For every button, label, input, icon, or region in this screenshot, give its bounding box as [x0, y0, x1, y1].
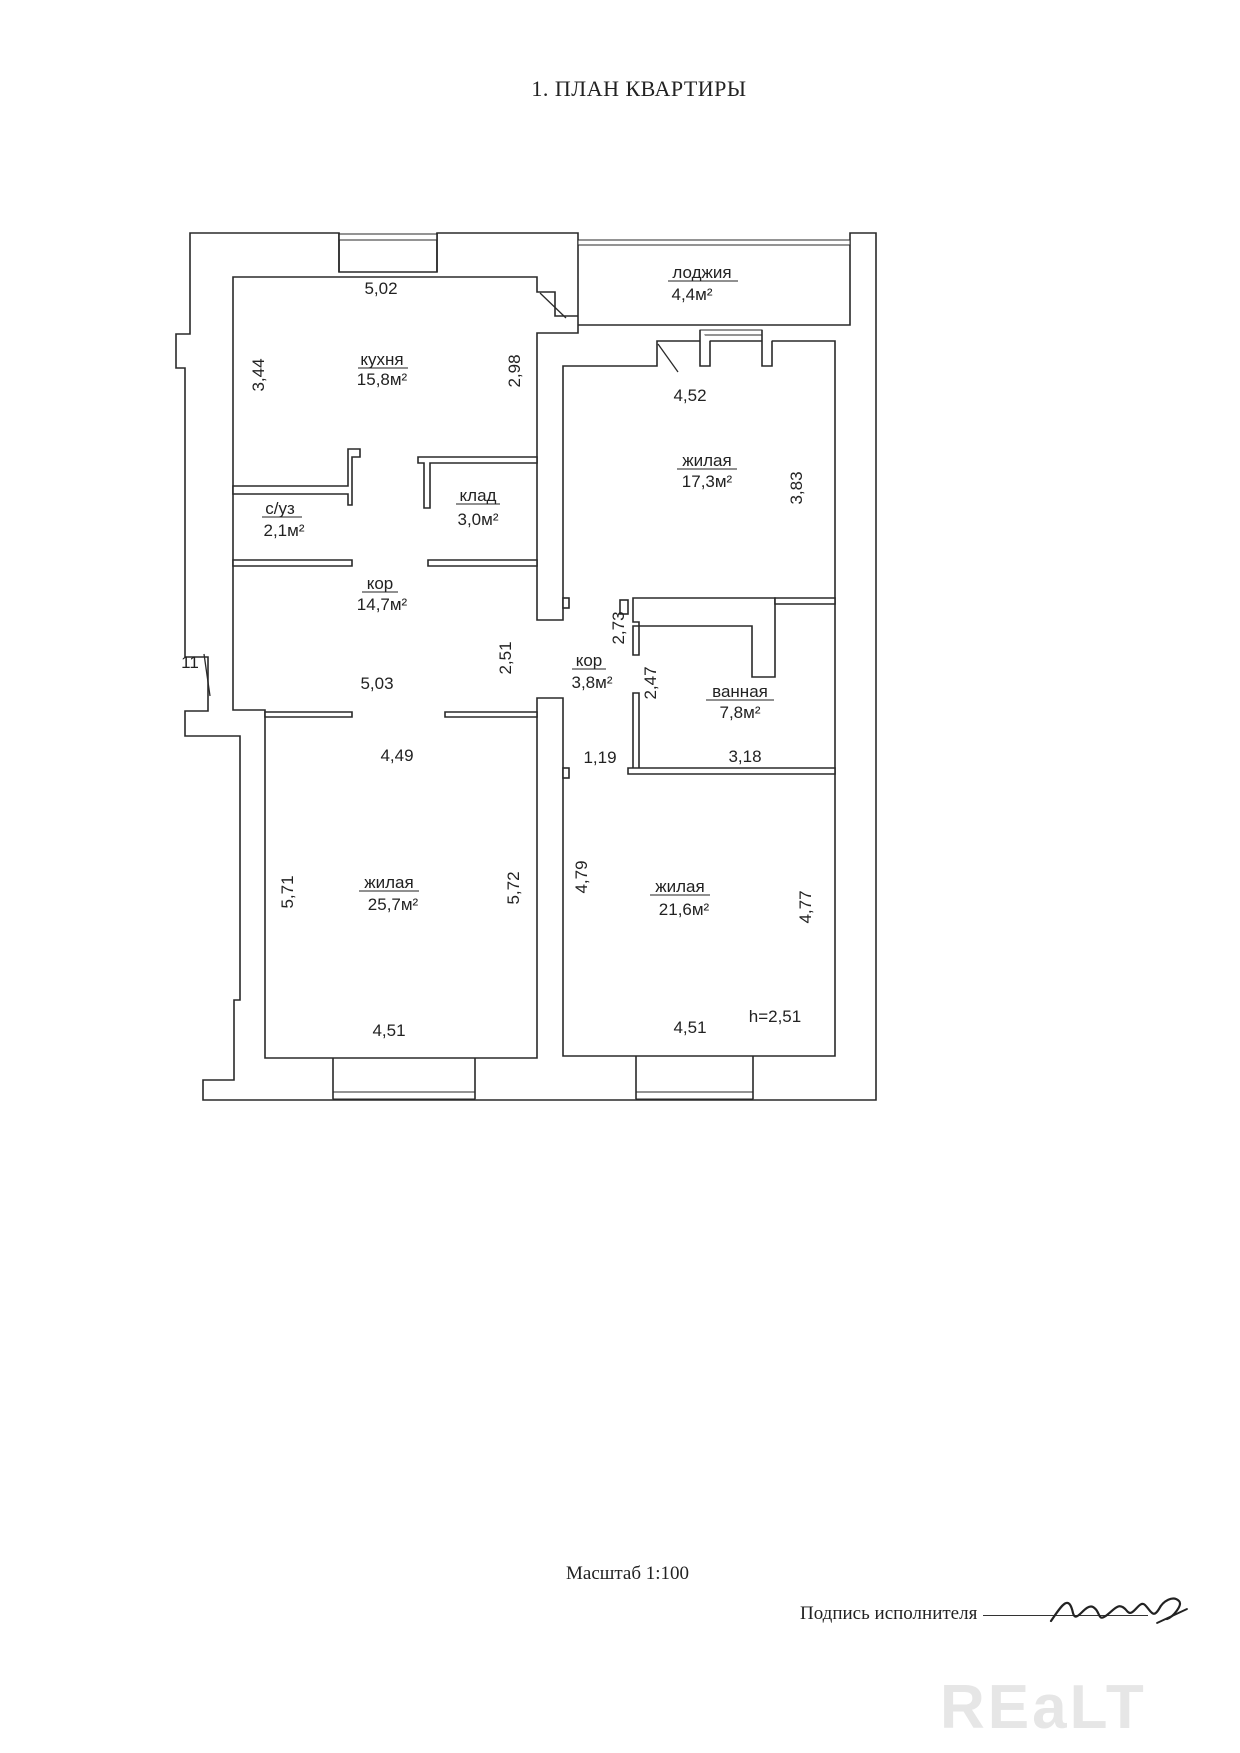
bathroom-wall-left — [632, 625, 640, 656]
dimension-label: 4,79 — [572, 860, 591, 893]
room-area: 17,3м² — [682, 472, 733, 491]
dimension-label: 5,02 — [364, 279, 397, 298]
realt-watermark: REaLT — [940, 1673, 1147, 1742]
dimension-label: 2,47 — [641, 666, 660, 699]
dimension-label: 4,51 — [372, 1021, 405, 1040]
bathroom-wall-left-lower — [632, 692, 640, 771]
room-name: кор — [367, 574, 394, 593]
dimension-label: 3,18 — [728, 747, 761, 766]
ceiling-height-label: h=2,51 — [749, 1007, 801, 1026]
dimension-label: 4,49 — [380, 746, 413, 765]
bathroom-wall-top — [774, 597, 836, 605]
dimension-label: 4,52 — [673, 386, 706, 405]
signature-scribble — [1049, 1597, 1181, 1623]
room-name: ванная — [712, 682, 768, 701]
scale-label: Масштаб 1:100 — [566, 1563, 690, 1584]
dimension-label: 4,51 — [673, 1018, 706, 1037]
room-name: кор — [576, 651, 603, 670]
dimension-label: 2,51 — [496, 641, 515, 674]
signature-flourish — [1156, 1608, 1188, 1624]
dimension-label: 3,83 — [787, 471, 806, 504]
dimension-label: 5,03 — [360, 674, 393, 693]
page-title: 1. ПЛАН КВАРТИРЫ — [531, 76, 747, 101]
kitchen-window — [338, 233, 438, 241]
signature-row: Подпись исполнителя — [800, 1603, 1149, 1625]
room-area: 25,7м² — [368, 895, 419, 914]
storage-wall-bottom — [427, 559, 538, 567]
room-area: 2,1м² — [264, 521, 305, 540]
wall-tick — [562, 597, 570, 609]
dimension-label: 5,71 — [278, 875, 297, 908]
dimension-labels: 5,02 3,44 2,98 4,52 3,83 5,03 2,51 11 2,… — [181, 279, 815, 1040]
room-name: жилая — [364, 873, 413, 892]
room-name: жилая — [682, 451, 731, 470]
room-name: кухня — [360, 350, 403, 369]
wall-tick — [562, 767, 570, 779]
signature-mark — [1049, 1597, 1188, 1624]
dimension-label: 1,19 — [583, 748, 616, 767]
toilet-wall-bottom — [232, 559, 353, 567]
dimension-label: 3,44 — [249, 358, 268, 391]
room-name: жилая — [655, 877, 704, 896]
room-area: 21,6м² — [659, 900, 710, 919]
loggia-bedroom-door — [657, 343, 679, 373]
signature-line — [983, 1614, 1149, 1616]
dimension-label: 2,98 — [505, 354, 524, 387]
entrance-door — [203, 653, 211, 697]
room-labels: кухня 15,8м² лоджия 4,4м² жилая 17,3м² с… — [262, 263, 774, 919]
room-name: лоджия — [672, 263, 731, 282]
door-swings — [203, 292, 679, 697]
kitchen-partition-right — [417, 456, 538, 509]
room-area: 15,8м² — [357, 370, 408, 389]
window-recess — [338, 233, 438, 272]
walls — [175, 232, 877, 1101]
kitchen-partition-left — [232, 448, 361, 506]
bedroom2-window — [635, 1091, 754, 1100]
dimension-label: 4,77 — [796, 890, 815, 923]
room-area: 3,8м² — [572, 673, 613, 692]
bedroom1-window-jamb — [699, 330, 773, 367]
loggia-window — [577, 239, 851, 246]
room-name: клад — [460, 486, 497, 505]
room-area: 14,7м² — [357, 595, 408, 614]
dimension-label: 11 — [181, 653, 199, 672]
bathroom-wall-bottom — [627, 767, 836, 775]
dimension-label: 5,72 — [504, 871, 523, 904]
living-top-wall-left — [264, 711, 353, 718]
living-window — [332, 1091, 476, 1100]
room-area: 7,8м² — [720, 703, 761, 722]
room-area: 4,4м² — [672, 285, 713, 304]
room-area: 3,0м² — [458, 510, 499, 529]
wall-tick — [619, 599, 629, 615]
bathroom-wall — [632, 597, 776, 678]
kitchen-loggia-door — [539, 292, 567, 319]
room-name: с/уз — [265, 499, 295, 518]
living-top-wall-right — [444, 711, 538, 718]
dimension-label: 2,73 — [609, 611, 628, 644]
bedroom1-window — [699, 329, 763, 336]
window-recess — [332, 1056, 754, 1099]
signature-label: Подпись исполнителя — [800, 1603, 978, 1624]
